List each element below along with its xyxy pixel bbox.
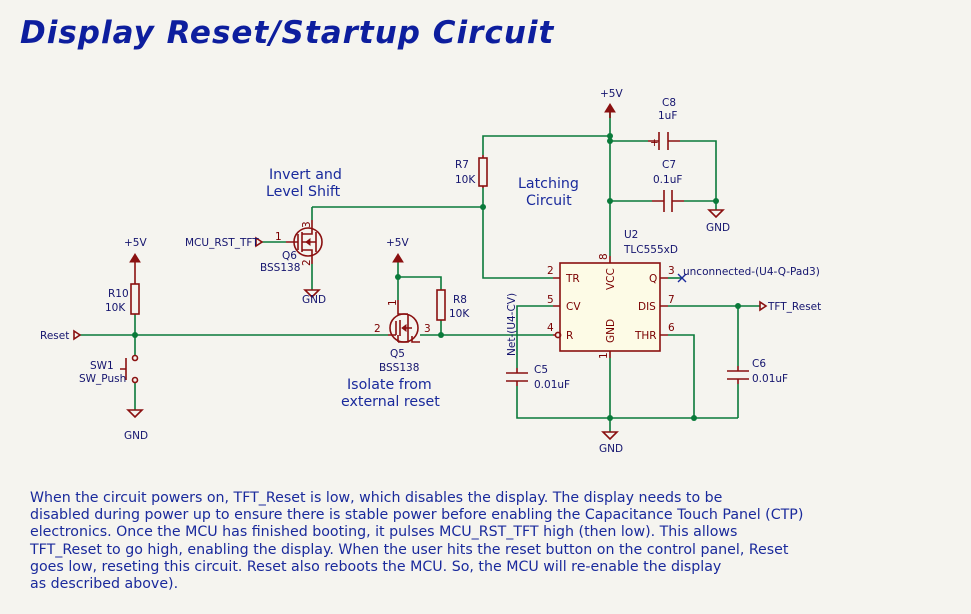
c6-capacitor: C6 0.01uF [727,358,788,385]
q5-pin-d: 3 [424,323,431,335]
r8-ref: R8 [453,294,467,306]
net-cv-label: Net-(U4-CV) [506,293,518,356]
c8-capacitor: + C8 1uF [648,97,680,150]
sw1-ref: SW1 [90,360,114,372]
c7-value: 0.1uF [653,174,682,186]
invert-note-line2: Level Shift [266,184,341,200]
u2-timer-ic: TR CV R Q DIS THR VCC GND 2 5 4 3 7 6 8 … [547,229,678,359]
power-symbols: +5V +5V +5V GND GND GND GND [124,88,730,455]
description-line: When the circuit powers on, TFT_Reset is… [30,490,722,506]
q5-ref: Q5 [390,348,405,360]
net-labels: MCU_RST_TFT Reset TFT_Reset Net-(U4-CV) [40,236,821,356]
description-line: electronics. Once the MCU has finished b… [30,524,737,540]
description-line: goes low, reseting this circuit. Reset a… [30,559,721,575]
u2-pin-cv: CV [566,301,581,313]
q5-pin-s: 2 [374,323,381,335]
unconnected-label: unconnected-(U4-Q-Pad3) [683,266,820,278]
description-text: When the circuit powers on, TFT_Reset is… [29,490,803,592]
u2-pin-q: Q [649,273,657,285]
u2-pin-tr: TR [565,273,580,285]
c8-ref: C8 [662,97,676,109]
c5-value: 0.01uF [534,379,570,391]
u2-pinnum-r: 4 [547,322,554,334]
invert-note-line1: Invert and [269,167,342,183]
q6-pin-d: 3 [301,221,313,228]
tft-reset-label: TFT_Reset [767,301,821,313]
vcc-label-q5: +5V [386,237,409,249]
u2-pinnum-thr: 6 [668,322,675,334]
description-line: as described above). [30,576,178,592]
u2-pinnum-dis: 7 [668,294,675,306]
annotations: Invert and Level Shift Latching Circuit … [266,167,579,410]
description-line: TFT_Reset to go high, enabling the displ… [29,542,789,558]
u2-pinnum-vcc: 8 [598,253,610,260]
r7-ref: R7 [455,159,469,171]
q5-value: BSS138 [379,362,419,374]
u2-pinnum-q: 3 [668,265,675,277]
q5-mosfet: 1 2 3 Q5 BSS138 [374,299,431,374]
c5-capacitor: C5 0.01uF [506,364,570,391]
junctions [132,133,741,421]
gnd-label-c8: GND [706,222,730,234]
u2-pin-vcc: VCC [605,268,617,290]
q6-ref: Q6 [282,250,297,262]
u2-pin-dis: DIS [638,301,656,313]
wires [80,108,760,432]
q6-pin-s: 2 [301,259,313,266]
isolate-note-line2: external reset [341,394,440,410]
c7-capacitor: C7 0.1uF [652,159,684,212]
r7-resistor: R7 10K [455,155,488,188]
gnd-label-q6: GND [302,294,326,306]
r8-resistor: R8 10K [436,289,470,321]
sw1-value: SW_Push [79,373,126,385]
r10-ref: R10 [108,288,129,300]
u2-pin-r: R [566,330,573,342]
c6-ref: C6 [752,358,766,370]
latching-note-line2: Circuit [526,193,572,209]
isolate-note-line1: Isolate from [347,377,432,393]
latching-note-line1: Latching [518,176,579,192]
u2-pin-gnd: GND [605,319,617,343]
c7-ref: C7 [662,159,676,171]
sw1-pushbutton: SW1 SW_Push [79,354,139,385]
c8-value: 1uF [658,110,677,122]
q6-value: BSS138 [260,262,300,274]
vcc-label-r10: +5V [124,237,147,249]
u2-value: TLC555xD [623,244,678,256]
q-no-connect: unconnected-(U4-Q-Pad3) [677,266,820,283]
u2-ref: U2 [624,229,638,241]
u2-pinnum-gnd: 1 [598,352,610,359]
r7-value: 10K [455,174,476,186]
u2-pin-thr: THR [634,330,657,342]
mcu-rst-label: MCU_RST_TFT [185,237,259,249]
gnd-label-main: GND [599,443,623,455]
r8-value: 10K [449,308,470,320]
c5-ref: C5 [534,364,548,376]
sheet-title: Display Reset/Startup Circuit [20,15,555,51]
u2-pinnum-cv: 5 [547,294,554,306]
r10-resistor: R10 10K [105,280,140,315]
u2-pinnum-tr: 2 [547,265,554,277]
q6-mosfet: 1 3 2 Q6 BSS138 [260,220,323,274]
c8-plus-sign: + [650,137,659,149]
q6-pin-g: 1 [275,231,282,243]
q5-pin-g: 1 [387,299,399,306]
vcc-label-top: +5V [600,88,623,100]
description-line: disabled during power up to ensure there… [30,507,803,523]
r10-value: 10K [105,302,126,314]
gnd-label-sw1: GND [124,430,148,442]
c6-value: 0.01uF [752,373,788,385]
reset-label: Reset [40,330,69,342]
